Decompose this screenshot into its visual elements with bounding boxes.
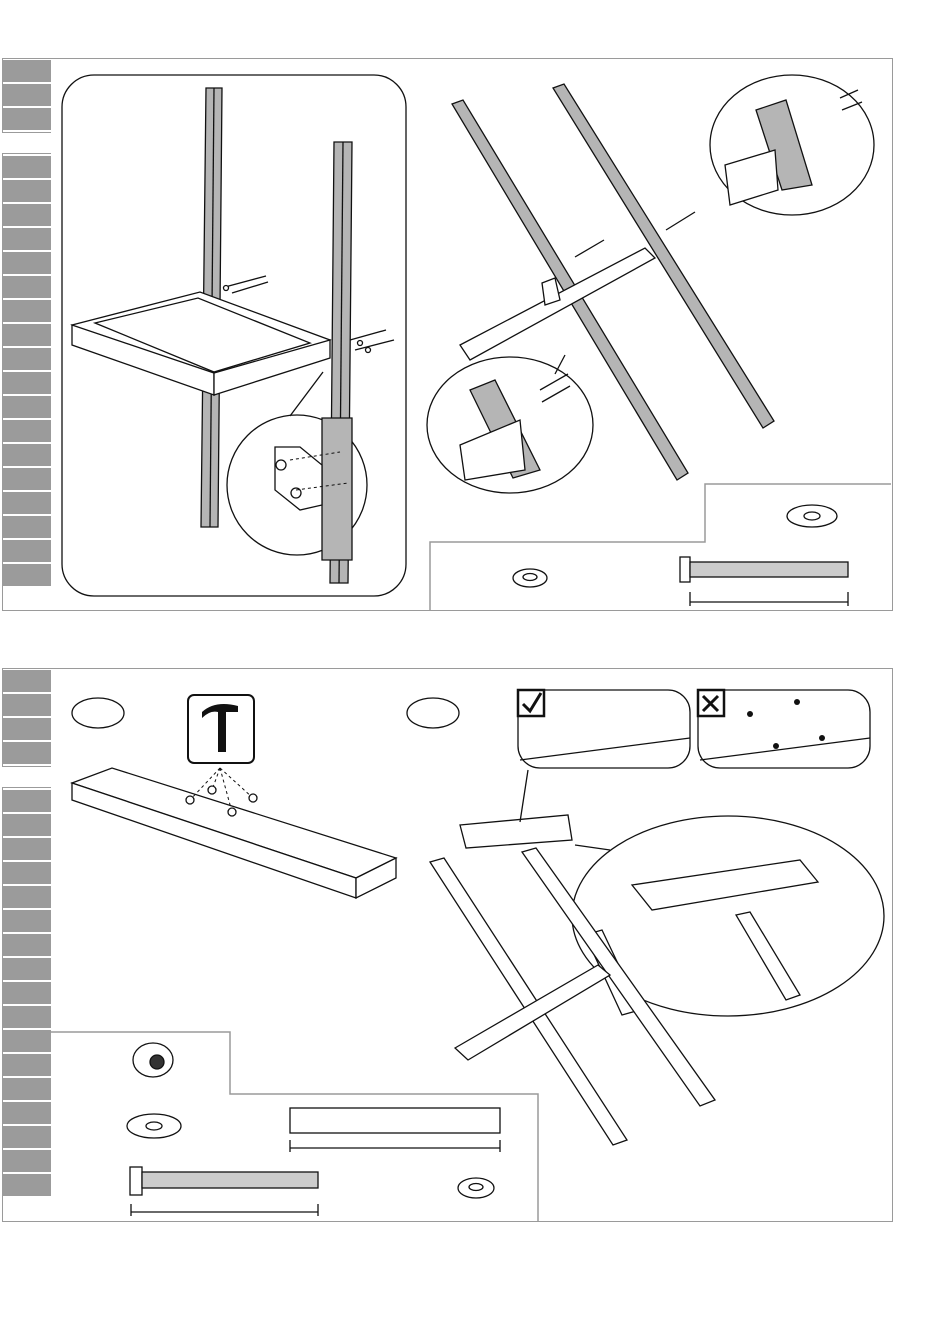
tee-nut-icon: [133, 1043, 173, 1077]
washer-icon: [127, 1114, 181, 1138]
substep-badge-1: [72, 698, 124, 728]
substep-badge-2: [407, 698, 459, 728]
bolt-icon: [130, 1167, 318, 1216]
leg-beam: [460, 815, 572, 848]
hammer-icon: [188, 695, 254, 763]
spring-washer-icon: [458, 1178, 494, 1198]
beam-top: [72, 768, 396, 878]
beam-icon: [290, 1108, 500, 1152]
